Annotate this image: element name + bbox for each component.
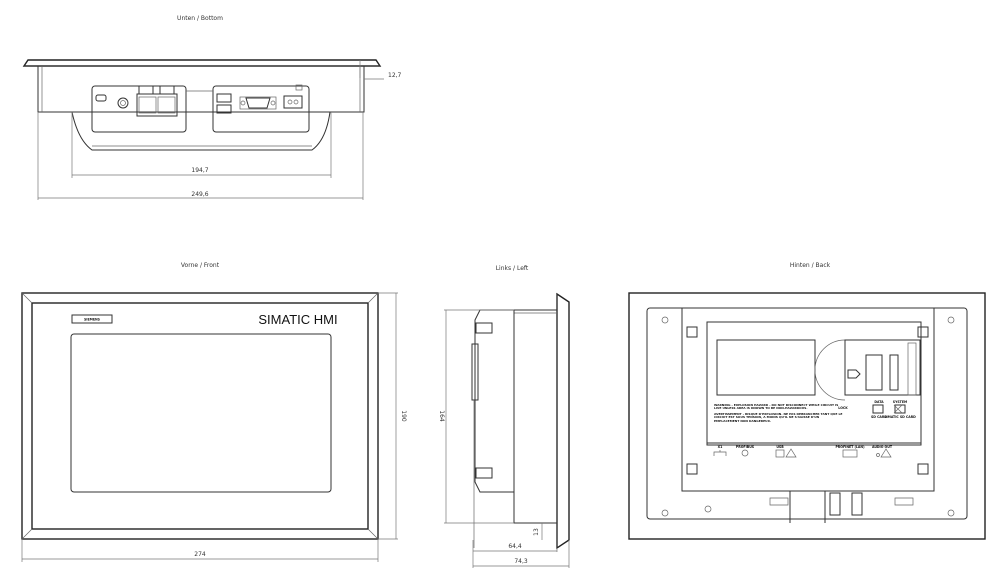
warning-triangle-icon — [785, 448, 797, 458]
left-clip-bottom — [475, 467, 493, 479]
dim-left-offset: 13 — [533, 528, 540, 536]
front-view-title: Vorne / Front — [181, 262, 220, 269]
port-label-profinet: PROFINET (LAN) — [835, 445, 865, 449]
usb-port-1 — [216, 93, 232, 103]
right-port-block — [212, 85, 310, 133]
mini-usb-port — [95, 94, 107, 102]
lock-label: LOCK — [838, 406, 848, 410]
system-sd-slot — [889, 354, 899, 391]
back-view-title: Hinten / Back — [790, 262, 831, 269]
data-sub-label: SD CARD — [871, 415, 887, 419]
port-label-audio: AUDIO OUT — [872, 445, 893, 449]
back-connector-2 — [851, 492, 863, 516]
audio-jack — [117, 97, 129, 109]
warning-text-fr: AVERTISSEMENT - RISQUE D'EXPLOSION. NE P… — [714, 411, 843, 423]
power-connector — [283, 95, 303, 109]
dim-outer-width: 249,6 — [191, 191, 208, 198]
back-label-panel — [706, 321, 922, 446]
system-sub-label: SIMATIC SD CARD — [884, 415, 916, 419]
data-label: DATA — [874, 400, 884, 404]
left-connector — [471, 343, 479, 401]
siemens-logo — [71, 314, 113, 324]
usb-port-2 — [216, 104, 232, 114]
bottom-bezel — [22, 59, 382, 67]
back-arc — [814, 339, 846, 401]
dim-inner-width: 194,7 — [191, 167, 208, 174]
port-label-profibus: PROFIBUS — [736, 445, 755, 449]
back-frame-outer — [628, 292, 986, 540]
port-label-x1: X1 — [718, 445, 723, 449]
port-icon-row: X1 PROFIBUS USB PROFINET (LAN) AUDIO OUT — [713, 404, 903, 458]
port-label-usb: USB — [776, 445, 784, 449]
left-clip-top — [475, 322, 493, 334]
left-view: Links / Left 164 13 64,4 74,3 — [438, 265, 570, 568]
dim-left-depth-inner: 64,4 — [508, 543, 522, 550]
dim-depth-12-7: 12,7 — [388, 72, 402, 79]
dim-left-height: 164 — [438, 410, 445, 422]
product-label: SIMATIC HMI — [258, 312, 337, 327]
front-bezel-outer — [21, 292, 379, 540]
dim-left-depth-outer: 74,3 — [514, 558, 528, 565]
dim-front-width: 274 — [194, 551, 206, 558]
sd-card-icon — [847, 369, 861, 379]
sd-card-slot-area — [844, 339, 921, 396]
display-screen — [70, 333, 332, 493]
serial-port — [245, 97, 271, 109]
bottom-view: Unten / Bottom 1 — [22, 15, 402, 200]
back-recess — [716, 339, 816, 396]
system-sd-icon — [894, 404, 906, 414]
system-label: SYSTEM — [893, 400, 907, 404]
bottom-view-title: Unten / Bottom — [177, 15, 223, 22]
dim-front-height: 190 — [400, 410, 407, 422]
siemens-logo-text: SIEMENS — [84, 318, 101, 322]
left-bezel — [556, 292, 570, 550]
data-sd-icon — [872, 404, 884, 414]
left-housing — [513, 309, 558, 524]
back-connector-1 — [829, 492, 841, 516]
data-sd-slot — [865, 354, 883, 391]
ethernet-ports — [136, 93, 178, 117]
warning-triangle-icon-2 — [880, 448, 892, 458]
front-bezel-inner — [31, 302, 369, 530]
left-rear-body — [474, 309, 515, 493]
front-view: Vorne / Front SIEMENS SIMATIC HMI 190 27… — [21, 262, 407, 562]
warning-text-en: WARNING - EXPLOSION HAZARD - DO NOT DISC… — [714, 404, 839, 411]
weee-bin-icon — [893, 404, 903, 414]
bottom-rear-body — [71, 111, 331, 151]
bottom-housing — [37, 65, 365, 113]
left-view-title: Links / Left — [496, 265, 529, 272]
back-view: Hinten / Back LOCK DATA SD CARD SYSTEM S… — [628, 262, 986, 540]
